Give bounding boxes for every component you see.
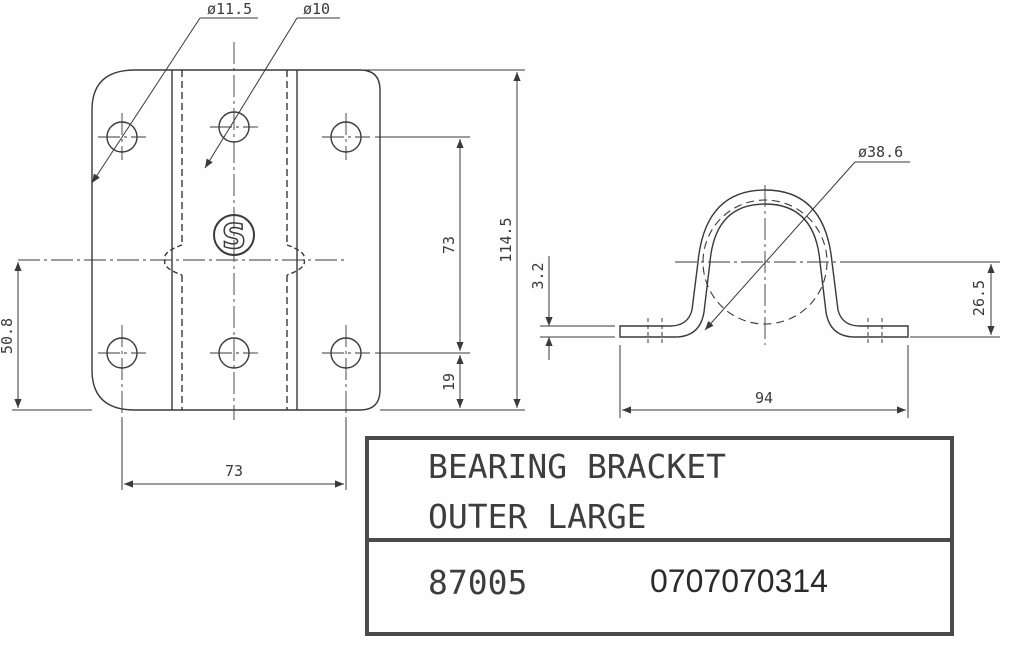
title-line-1: BEARING BRACKET <box>428 447 726 486</box>
logo-mark: S <box>213 214 255 258</box>
front-view: S <box>18 42 381 420</box>
title-block <box>365 436 954 636</box>
dim-hole-small: ø10 <box>303 0 330 18</box>
title-line-2: OUTER LARGE <box>428 497 647 536</box>
bracket-profile <box>619 189 909 338</box>
dim-edge-to-center: 50.8 <box>0 318 16 354</box>
dim-center-height: 26.5 <box>970 280 988 316</box>
dim-bore: ø38.6 <box>858 143 903 161</box>
dim-hole-large: ø11.5 <box>207 0 252 18</box>
dim-height-overall: 114.5 <box>497 217 515 262</box>
dim-thickness: 3.2 <box>529 262 547 289</box>
dim-hole-spacing-h: 73 <box>225 462 243 480</box>
logo-letter: S <box>222 217 247 257</box>
dim-width-overall: 94 <box>755 389 773 407</box>
front-view-dimensions <box>12 17 525 490</box>
side-view <box>619 185 909 345</box>
part-number: 87005 <box>428 563 527 602</box>
plate-outline <box>91 69 381 411</box>
side-view-dimensions <box>540 161 1000 418</box>
part-code: 0707070314 <box>650 563 828 599</box>
dim-hole-spacing-v: 73 <box>440 236 458 254</box>
dim-bottom-to-hole: 19 <box>440 373 458 391</box>
